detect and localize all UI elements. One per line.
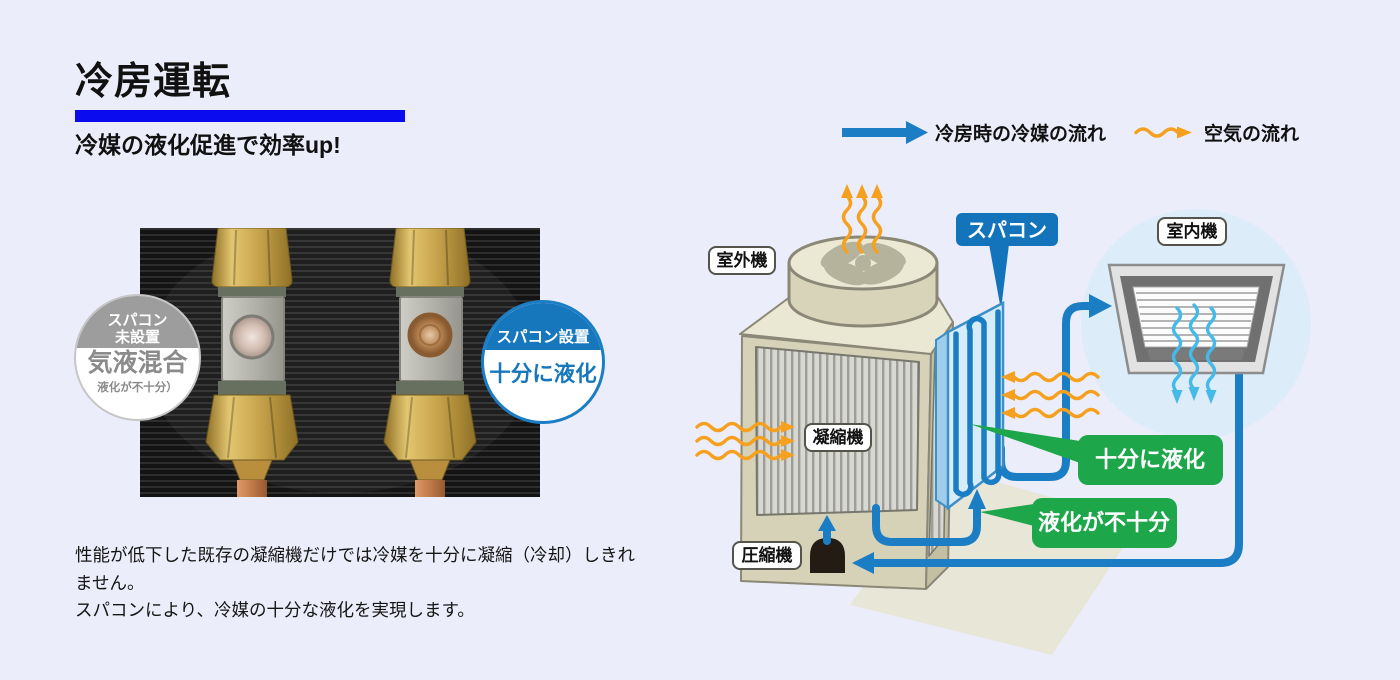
legend: 冷房時の冷媒の流れ 空気の流れ — [842, 121, 1299, 145]
air-arrowheads-condenser — [781, 421, 795, 461]
badge-without-supercon: スパコン 未設置 気液混合 液化が不十分） — [74, 294, 201, 421]
indoor-label: 室内機 — [1167, 221, 1218, 241]
badge-without-line1: スパコン — [107, 311, 168, 329]
supercon-label-box — [956, 213, 1058, 246]
callout-insufficient: 液化が不十分 — [980, 498, 1177, 548]
page-title: 冷房運転 — [75, 61, 232, 103]
badge-without-main: 気液混合 — [87, 349, 188, 378]
badge-without-line2: 未設置 — [114, 329, 160, 347]
badge-with-supercon: スパコン設置 十分に液化 — [481, 300, 605, 424]
supercon-panel — [935, 300, 1005, 511]
pipe-condenser-to-supercon — [872, 504, 981, 546]
pipe-supercon-to-indoor — [997, 302, 1093, 481]
supercon-coil — [953, 309, 1002, 498]
outdoor-fan — [787, 235, 939, 328]
supercon-label: スパコン — [967, 219, 1047, 242]
pipe-arrowheads — [818, 294, 1112, 574]
indoor-unit — [1107, 263, 1286, 375]
compressor-dome — [810, 538, 845, 573]
supercon-pointer — [989, 244, 1009, 310]
badge-without-note: 液化が不十分） — [97, 382, 178, 395]
cooling-cycle-diagram: スパコン 十分に液化 液化が不十分 室外機 凝縮機 圧縮機 室内機 — [695, 184, 1311, 655]
description-text: 性能が低下した既存の凝縮機だけでは冷媒を十分に凝縮（冷却）しきれ ません。 スパ… — [75, 545, 635, 621]
refrigerant-flow-arrow-icon — [842, 121, 928, 144]
photo-highlight — [145, 228, 535, 493]
copper-pipe — [415, 480, 445, 497]
arrow-compressor-to-condenser — [818, 515, 836, 531]
arrow-into-supercon — [968, 489, 986, 509]
legend-refrigerant-label: 冷房時の冷媒の流れ — [935, 122, 1106, 145]
outdoor-unit — [739, 235, 954, 590]
pipe-indoor-to-compressor — [870, 366, 1243, 567]
compressor-label: 圧縮機 — [742, 545, 793, 565]
fitting-with-supercon — [383, 228, 477, 497]
cool-air-arrowheads — [1171, 387, 1217, 404]
page-subtitle: 冷媒の液化促進で効率up! — [75, 132, 341, 158]
air-flow-arrow-icon — [1134, 126, 1192, 139]
condenser-fins-background — [140, 228, 540, 497]
air-arrows-condenser — [695, 421, 783, 461]
air-arrows-supercon — [1012, 371, 1100, 419]
copper-pipe — [237, 480, 267, 497]
arrow-into-indoor — [1089, 294, 1112, 318]
refrigerant-pipes — [823, 302, 1243, 567]
callout-liquefied-label: 十分に液化 — [1095, 447, 1205, 472]
cool-air-arrows — [1171, 303, 1217, 394]
condenser-label: 凝縮機 — [813, 427, 864, 447]
air-arrows-fan — [841, 194, 883, 254]
air-arrowheads-supercon — [1001, 371, 1015, 419]
callout-liquefied: 十分に液化 — [970, 424, 1223, 485]
sight-glass-clear — [407, 312, 453, 358]
badge-with-line1: スパコン設置 — [496, 328, 590, 346]
fitting-without-supercon — [205, 228, 299, 497]
callout-insufficient-label: 液化が不十分 — [1038, 510, 1170, 535]
title-underline — [75, 110, 405, 122]
sight-glass-milky — [229, 314, 275, 360]
badge-with-main: 十分に液化 — [489, 361, 597, 386]
arrow-into-compressor — [852, 552, 874, 574]
equipment-labels: 室外機 凝縮機 圧縮機 室内機 — [708, 217, 1227, 570]
legend-air-label: 空気の流れ — [1204, 122, 1299, 145]
sight-glass-photo — [140, 228, 540, 497]
outdoor-label: 室外機 — [717, 250, 768, 270]
air-arrowheads-fan — [841, 184, 883, 198]
